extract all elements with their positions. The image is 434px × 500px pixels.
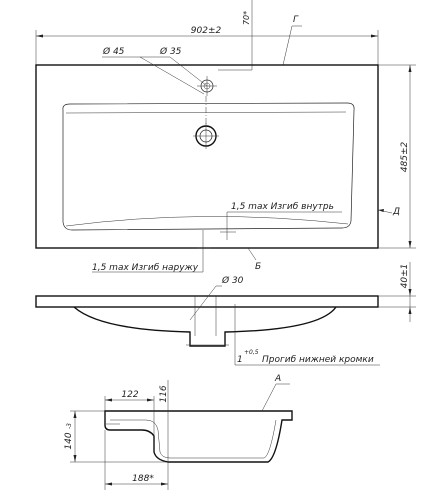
height-label: 40±1 [400,264,410,289]
slab-front [35,295,379,308]
bend-outward-label: 1,5 max Изгиб наружу [92,263,199,273]
dim-116-label: 116 [159,385,169,402]
depth-label: 485±2 [400,142,410,173]
faucet-offset-label: 70* [242,11,251,25]
bowl-profile-front [73,306,337,347]
dim-188-label: 188* [132,474,154,484]
front-view: Ø 30 1 +0,5 Прогиб нижней кромки 40±1 [35,262,416,366]
dim-122-label: 122 [121,390,138,400]
dim-140-tol-label: -3 [66,423,73,429]
sag-text-label: Прогиб нижней кромки [262,355,374,365]
leader-d-label: Д [392,207,400,217]
basin-inner-outline [62,102,355,231]
side-section: А 122 116 140 -3 188* [64,374,293,490]
leader-b-label: Б [255,262,261,272]
dim-140-label: 140 [64,432,74,449]
top-view: 902±2 70* Г Ø 45 Ø 35 [35,0,416,273]
sag-tolerance-label: +0,5 [244,349,259,356]
leader-a-label: А [274,374,281,384]
section-profile [104,410,293,463]
overall-width-label: 902±2 [191,26,222,36]
sag-value-label: 1 [237,355,243,365]
bend-inward-label: 1,5 max Изгиб внутрь [231,202,334,212]
d35-label: Ø 35 [159,46,182,57]
leader-g-label: Г [293,15,299,25]
d45-label: Ø 45 [102,46,125,57]
d30-label: Ø 30 [221,275,244,286]
